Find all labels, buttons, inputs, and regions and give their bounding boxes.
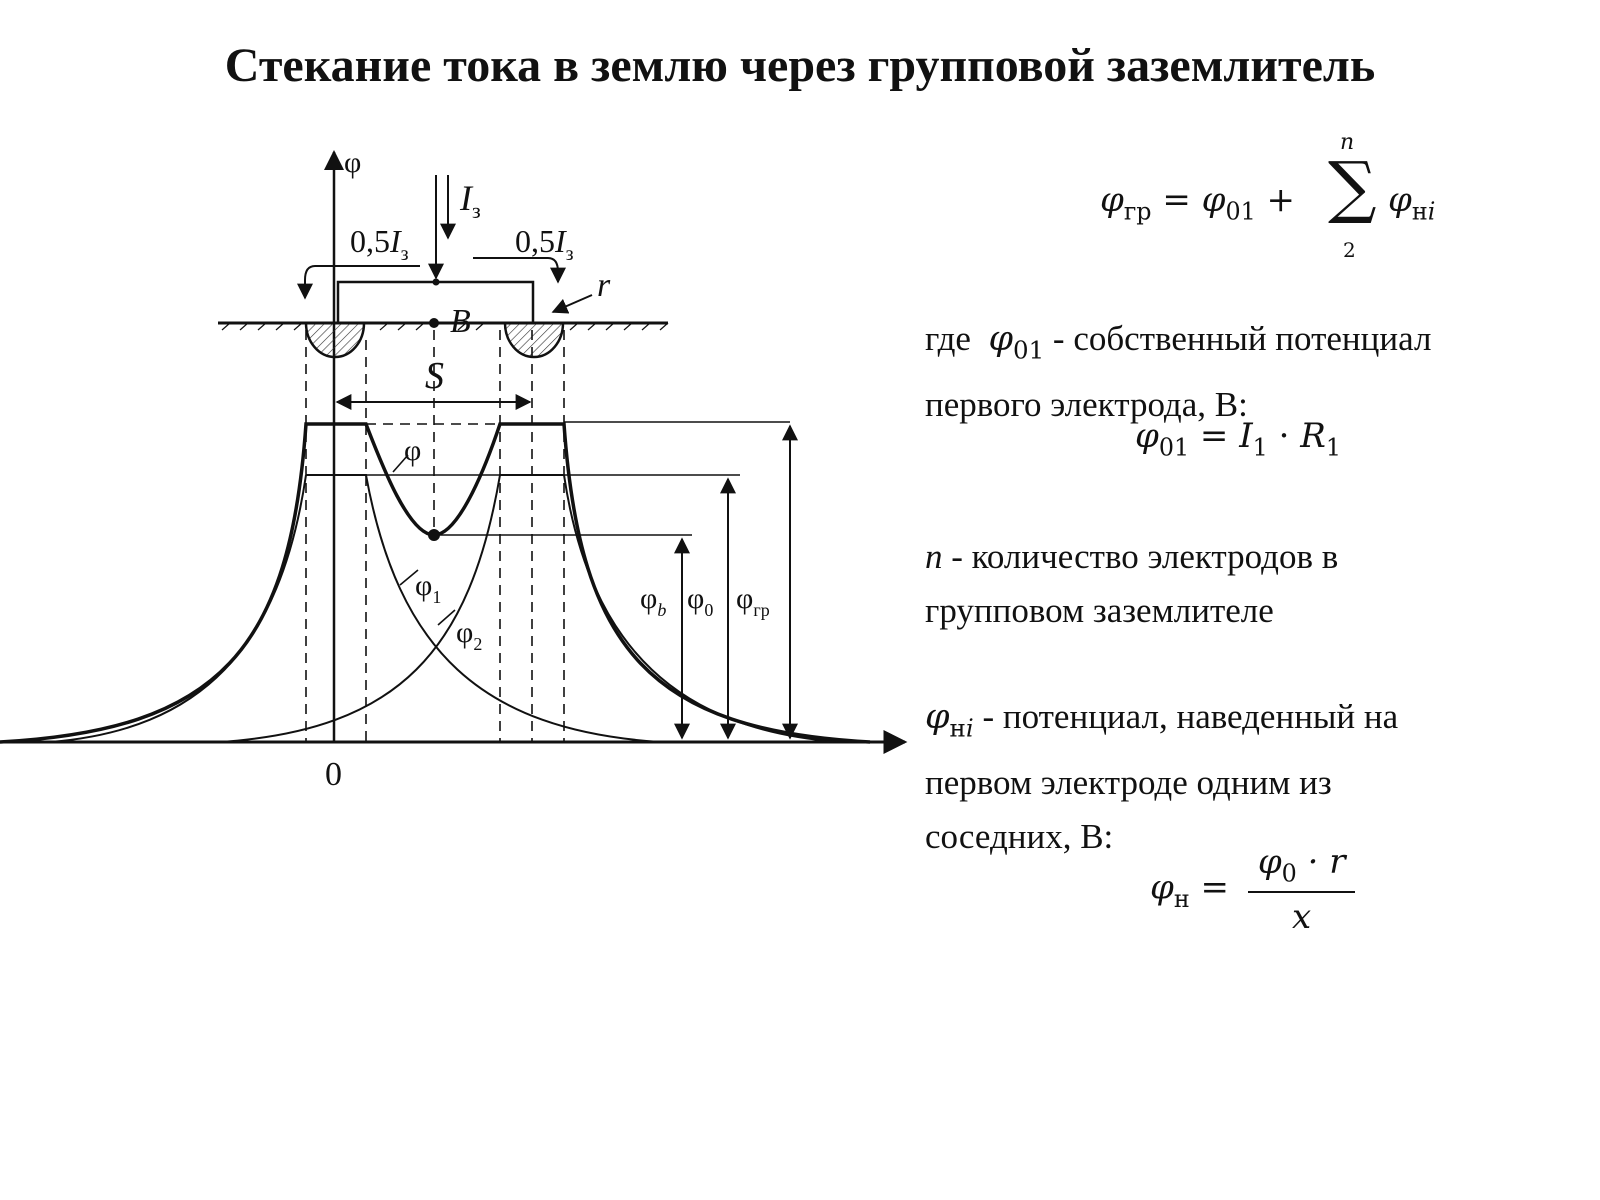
curve-phi2-right-wing [563,474,841,743]
potential-distribution-diagram: φ Iз 0,5Iз 0,5Iз r B S φ φ1 φ2 φb φ0 φгр… [0,146,908,793]
label-origin: 0 [325,756,342,793]
point-b-potential [428,529,440,541]
label-half-current-right: 0,5Iз [515,223,574,265]
label-phib: φb [640,582,666,620]
label-half-current-left: 0,5Iз [350,223,409,265]
formula-phi-n: φн = φ0 · r x [1150,842,1356,937]
label-axis-phi: φ [344,146,361,179]
label-phi0: φ0 [687,582,713,620]
sum-upper-limit: n [1340,130,1355,155]
label-current-i: Iз [459,178,481,223]
curve-phi1 [306,474,661,743]
connecting-bus [336,280,535,323]
electrode-right [503,321,565,359]
half-current-arrow-left [297,265,420,300]
sum-symbol: ∑ [1328,148,1377,227]
leader-phi-mid [392,454,409,473]
sum-lower-limit: 2 [1343,238,1356,262]
phi-ni-description-text: φнi - потенциал, наведенный на первом эл… [925,697,1399,856]
label-phi2: φ2 [456,616,482,654]
formula-group-potential: φгр = φ01 + n ∑ 2 φнi [1100,130,1436,262]
point-b [429,318,439,328]
ground-hatching [221,322,669,331]
label-phi1: φ1 [415,569,441,607]
label-r: r [597,267,611,304]
curve-phi2 [219,474,564,743]
electrode-left [304,321,366,359]
leader-phi1 [399,569,419,586]
label-phi-mid: φ [404,434,421,467]
leader-phi2 [437,609,456,626]
label-phigr: φгр [736,582,770,620]
half-current-arrow-right [473,257,566,284]
feed-point [432,278,440,286]
radius-pointer [551,294,593,314]
n-description-text: n - количество электродов в групповом за… [925,537,1339,630]
label-b: B [450,303,471,340]
slide-title: Стекание тока в землю через групповой за… [224,39,1376,92]
fraction: φ0 · r x [1247,842,1356,937]
label-s: S [425,355,444,397]
where-phi01-text: где φ01 - собственный потенциал первого … [925,319,1432,424]
formula-phi01: φ01 = I1 · R1 [1135,416,1341,462]
